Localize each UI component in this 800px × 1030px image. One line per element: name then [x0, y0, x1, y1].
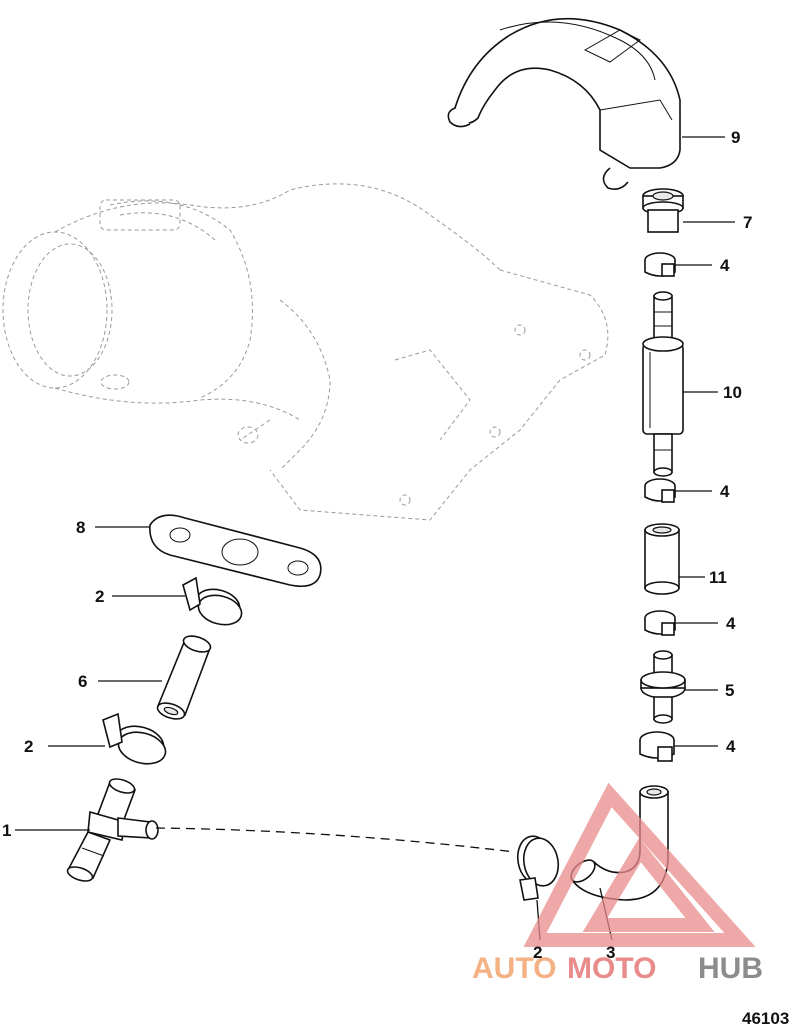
small-clamp-part-a: [644, 252, 676, 277]
callout-10: 10: [723, 383, 742, 402]
watermark-word-b: MOTO: [567, 952, 656, 985]
callout-2a: 2: [95, 587, 104, 606]
callout-labels: 9 7 4 10 4 11 4 5 4 8 2 6 2 1 2 3: [2, 128, 752, 962]
short-hose-part: [644, 523, 680, 595]
callout-5: 5: [725, 681, 734, 700]
gasket-part: [149, 514, 322, 588]
small-clamp-part-d: [639, 731, 675, 762]
figure-number: 46103: [742, 1009, 789, 1028]
inline-filter-part: [642, 291, 684, 477]
callout-2b: 2: [24, 737, 33, 756]
spring-clamp-part-b: [102, 712, 167, 765]
callout-11: 11: [709, 568, 727, 587]
callout-4c: 4: [726, 614, 736, 633]
long-hose-part: [156, 635, 212, 720]
tee-fitting-part: [66, 778, 159, 882]
callout-4d: 4: [726, 737, 736, 756]
spring-clamp-part-c: [516, 835, 560, 901]
callout-8: 8: [76, 518, 85, 537]
callout-7: 7: [743, 213, 752, 232]
elbow-hose-part: [570, 785, 669, 901]
callout-4b: 4: [720, 482, 730, 501]
watermark-word-a: AUTO: [472, 952, 556, 985]
callout-3: 3: [606, 943, 615, 962]
grommet-part: [642, 188, 684, 233]
callout-1: 1: [2, 821, 11, 840]
callout-4a: 4: [720, 256, 730, 275]
callout-6: 6: [78, 672, 87, 691]
check-valve-part: [640, 650, 686, 724]
watermark-word-c: HUB: [698, 952, 763, 985]
ghost-exhaust-housing: [2, 183, 609, 521]
small-clamp-part-b: [644, 478, 676, 503]
callout-2c: 2: [533, 943, 542, 962]
spring-clamp-part-a: [182, 576, 243, 626]
callout-9: 9: [731, 128, 740, 147]
routing-dashed-line: [155, 827, 516, 853]
outer-guard-part: [447, 17, 681, 190]
watermark-logo: AUTO MOTO HUB: [472, 782, 763, 985]
small-clamp-part-c: [644, 610, 676, 636]
